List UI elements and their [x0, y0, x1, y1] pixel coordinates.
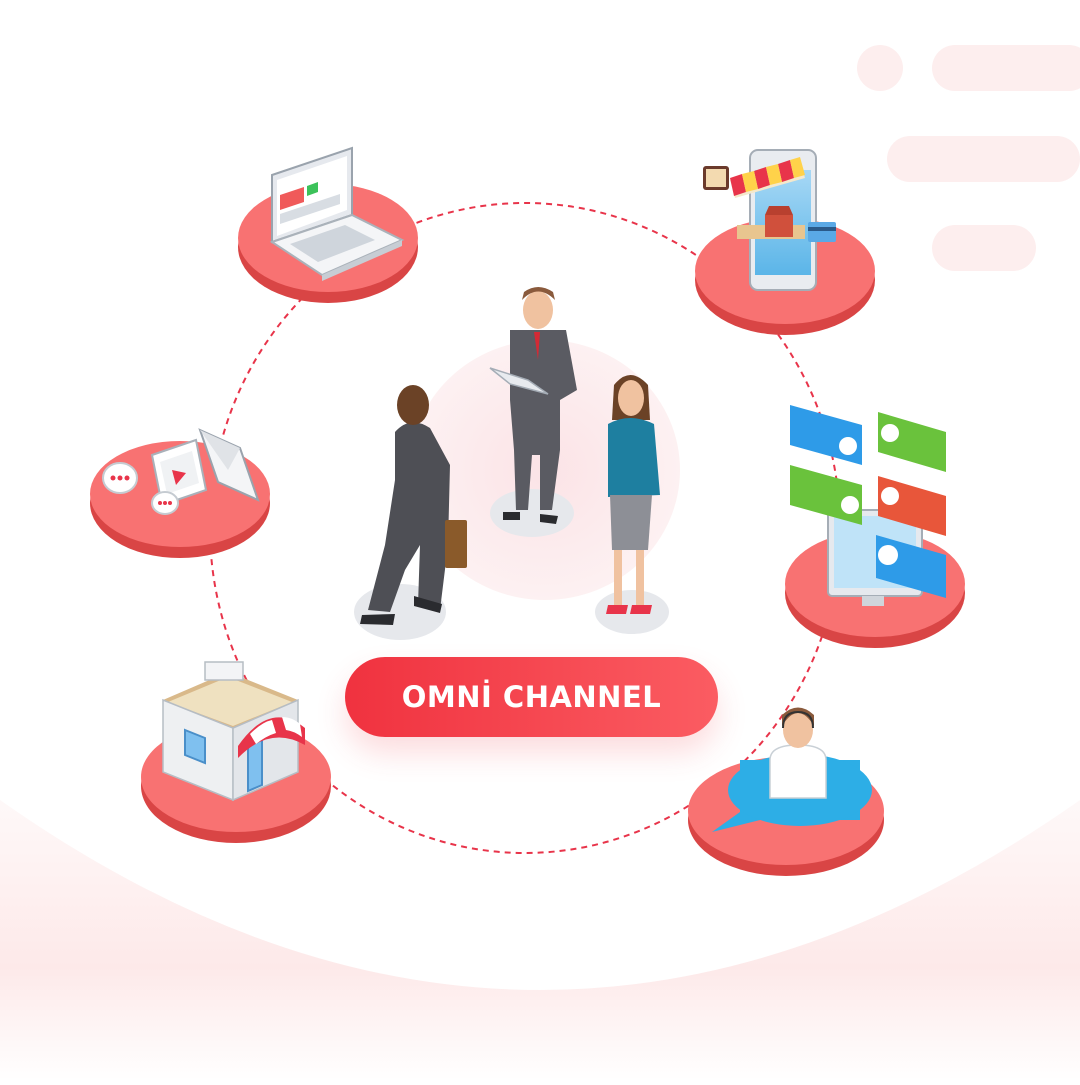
mobile-shop-icon — [703, 149, 836, 291]
review-chat-icon — [790, 405, 946, 606]
person-walking — [354, 385, 467, 640]
laptop-icon — [269, 146, 405, 281]
person-with-phone — [595, 375, 669, 634]
background-blob — [0, 800, 1080, 1080]
decorative-pills — [857, 45, 1080, 271]
video-message-icon — [102, 428, 260, 515]
omni-channel-badge: OMNİ CHANNEL — [345, 657, 718, 737]
person-with-laptop — [489, 287, 577, 537]
omni-channel-label: OMNİ CHANNEL — [401, 680, 662, 714]
store-icon — [162, 661, 305, 802]
support-agent-icon — [712, 707, 872, 832]
